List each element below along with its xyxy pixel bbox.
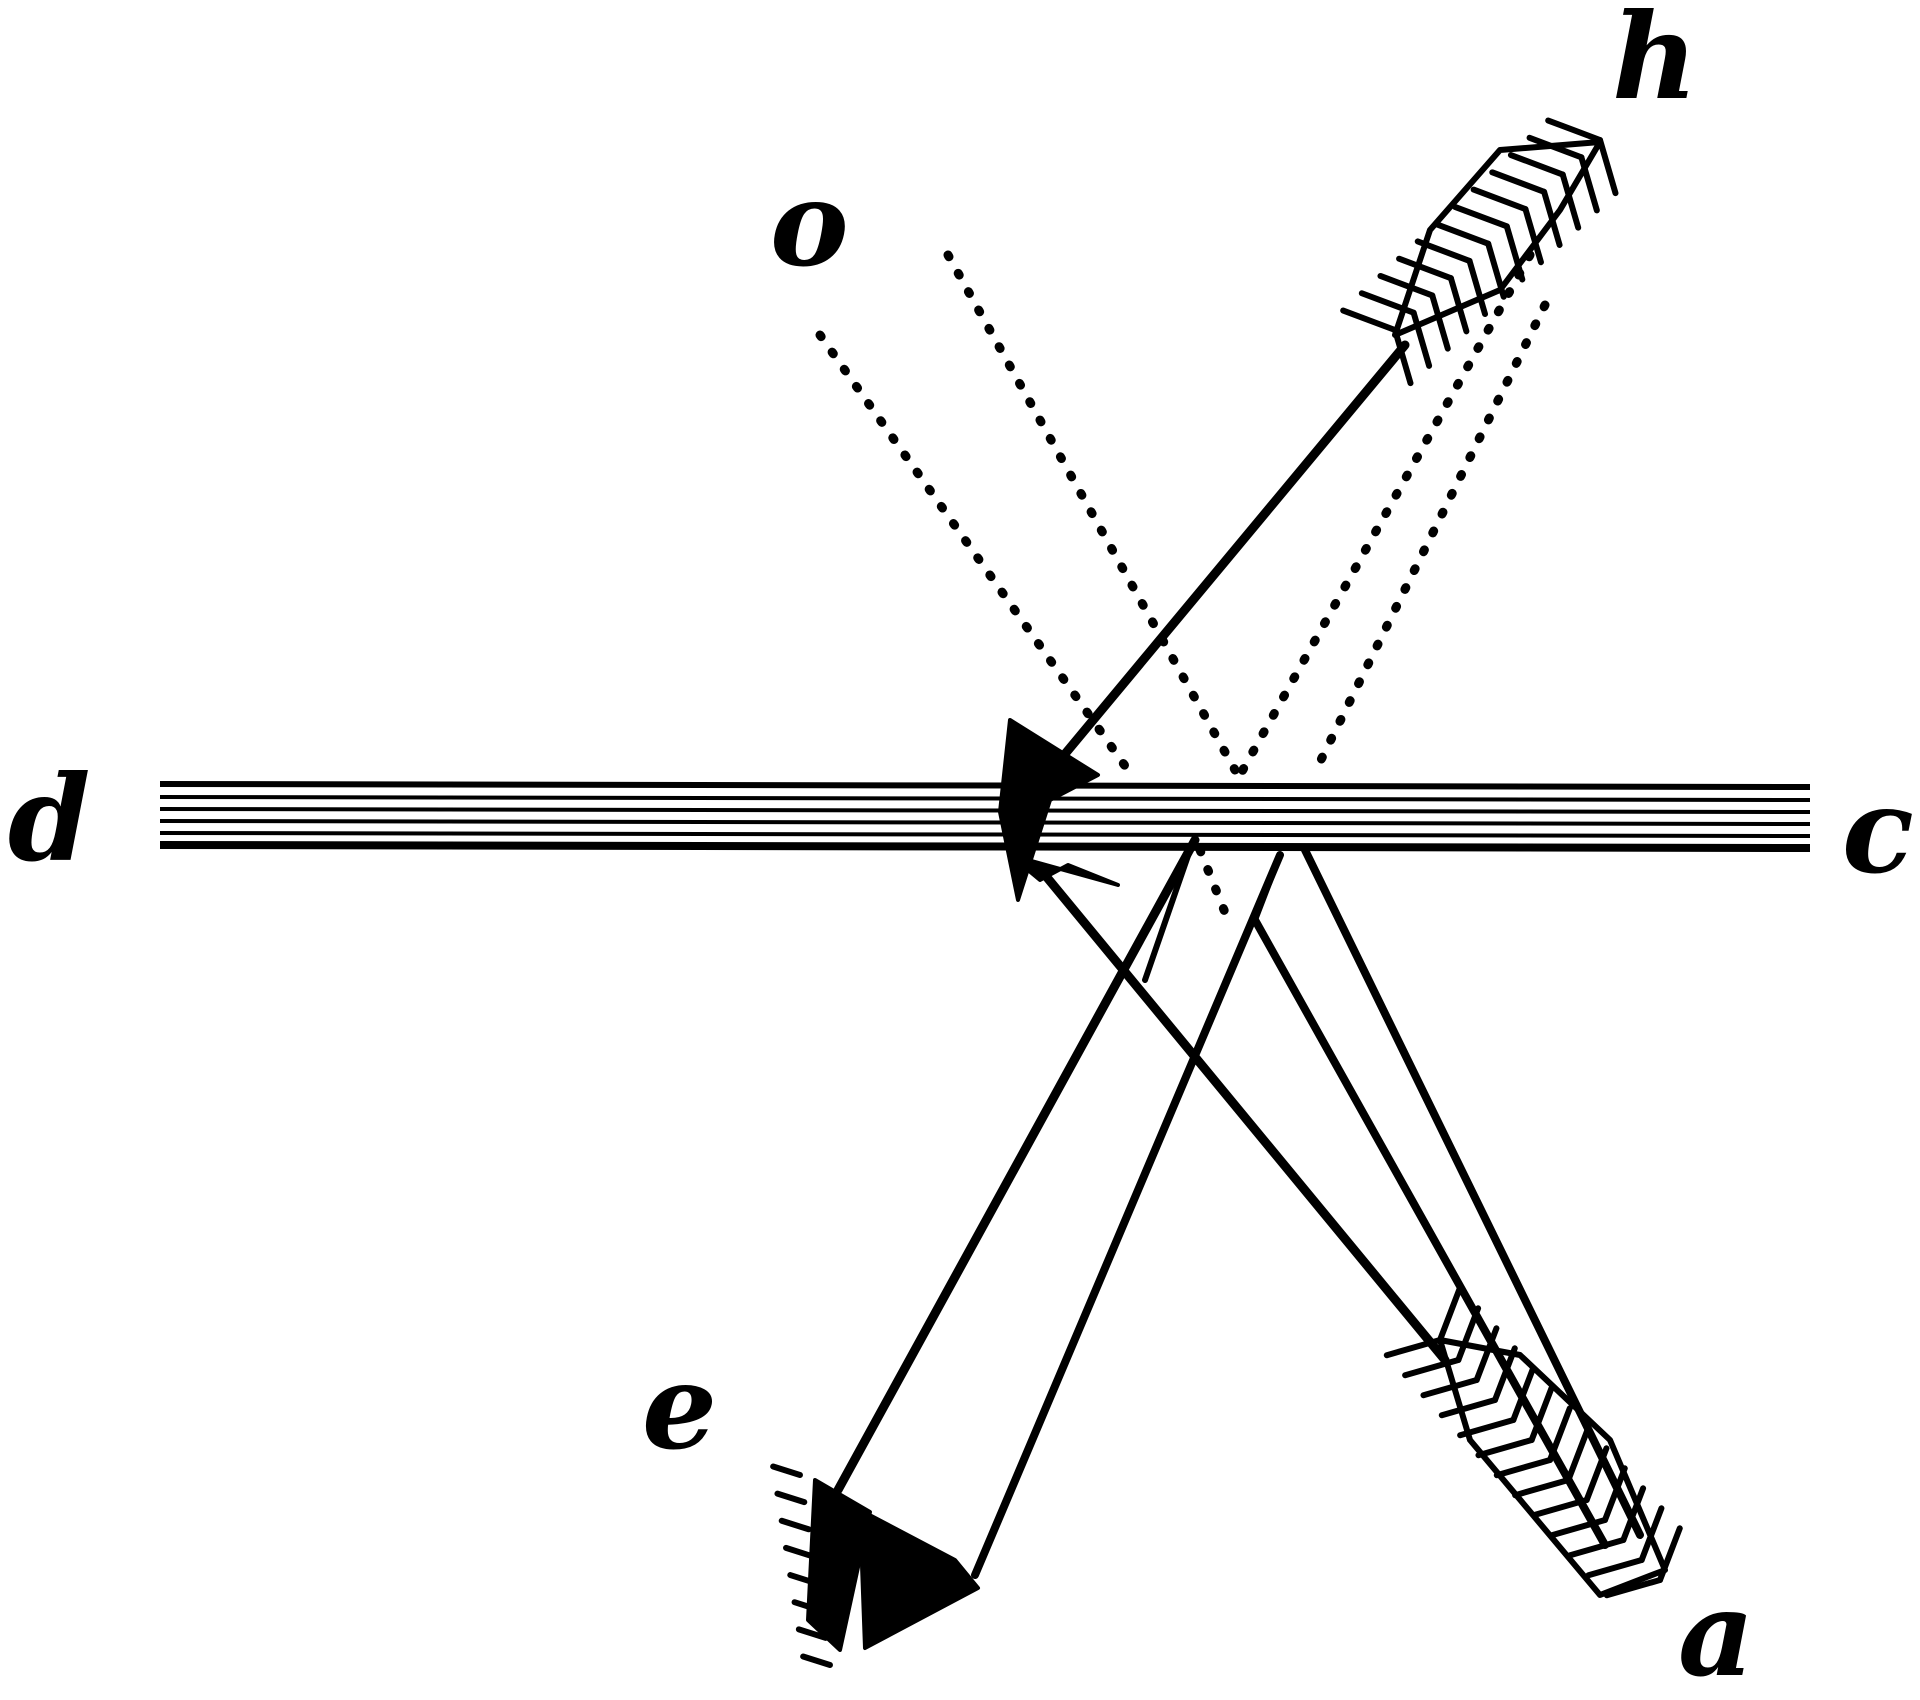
surface-line-3 [159, 807, 1811, 814]
line-below-short [1142, 847, 1193, 983]
label-h: h [1612, 0, 1698, 126]
fletching-a-outline [1437, 1337, 1668, 1598]
label-d: d [8, 749, 91, 888]
dotted-lines [815, 250, 1550, 925]
dotted-line-inner [943, 250, 1240, 775]
arrow-head-e-right [858, 1508, 980, 1650]
line-right-bend [1252, 852, 1283, 923]
label-c: c [1842, 761, 1914, 900]
surface-line-5 [159, 831, 1811, 838]
arrow-head-a [1008, 853, 1120, 887]
fletching-h-outline [1392, 139, 1603, 338]
arrow-head-h [998, 718, 1100, 902]
surface-line-6 [159, 841, 1811, 852]
fletching-e [770, 1463, 833, 1668]
solid-lines [833, 340, 1644, 1579]
label-e: e [642, 1337, 717, 1476]
label-o: o [770, 154, 849, 293]
line-right-outer [1301, 846, 1644, 1539]
fletching-h [1340, 117, 1619, 387]
surface-line-1 [159, 781, 1811, 790]
fletching-a [1383, 1285, 1683, 1599]
arrow-e-left-shaft [833, 835, 1200, 1495]
arrow-h-shaft [1030, 340, 1410, 795]
dotted-line-o [815, 330, 1140, 785]
arrow-a-shaft [1040, 870, 1450, 1365]
dotted-line-h-right [1310, 300, 1550, 777]
line-right-inner [1251, 916, 1609, 1549]
surface-band [159, 781, 1811, 852]
dotted-line-below [1195, 845, 1233, 925]
surface-line-4 [159, 819, 1811, 826]
arrow-head-e-left [806, 1478, 872, 1652]
label-a: a [1678, 1564, 1754, 1700]
arrow-e-right-shaft [971, 851, 1284, 1579]
surface-line-2 [159, 795, 1811, 802]
dotted-line-h-left [1235, 250, 1535, 780]
arrow-heads [806, 718, 1120, 1652]
arrow-fletchings [770, 117, 1683, 1668]
